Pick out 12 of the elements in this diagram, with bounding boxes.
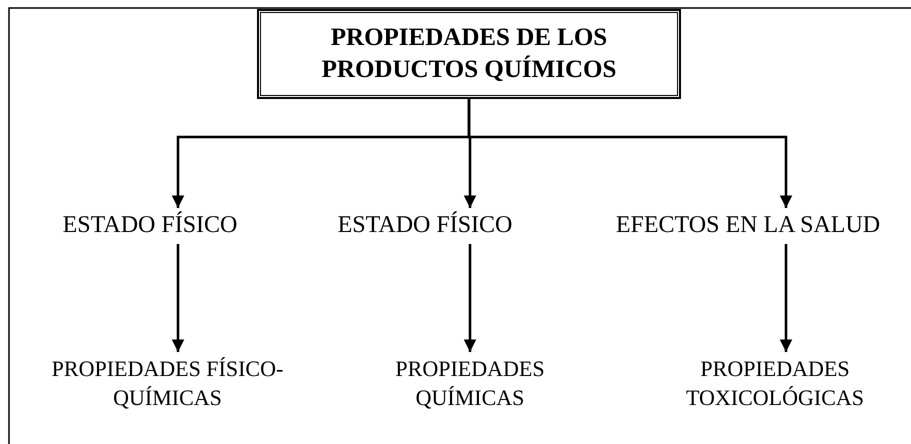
- title-box: [258, 10, 680, 98]
- arrow: [468, 98, 792, 208]
- node-text: ESTADO FÍSICO: [338, 210, 512, 240]
- node-text: PROPIEDADES QUÍMICAS: [394, 355, 546, 412]
- arrow: [172, 244, 184, 352]
- node-text: PROPIEDADES TOXICOLÓGICAS: [684, 355, 866, 412]
- arrow: [780, 244, 792, 352]
- node-text: ESTADO FÍSICO: [62, 210, 238, 240]
- node-text: EFECTOS EN LA SALUD: [616, 211, 880, 240]
- arrow: [464, 244, 476, 352]
- node-text: PROPIEDADES FÍSICO-QUÍMICAS: [50, 355, 284, 412]
- title-text: PROPIEDADES DE LOS PRODUCTOS QUÍMICOS: [321, 22, 617, 85]
